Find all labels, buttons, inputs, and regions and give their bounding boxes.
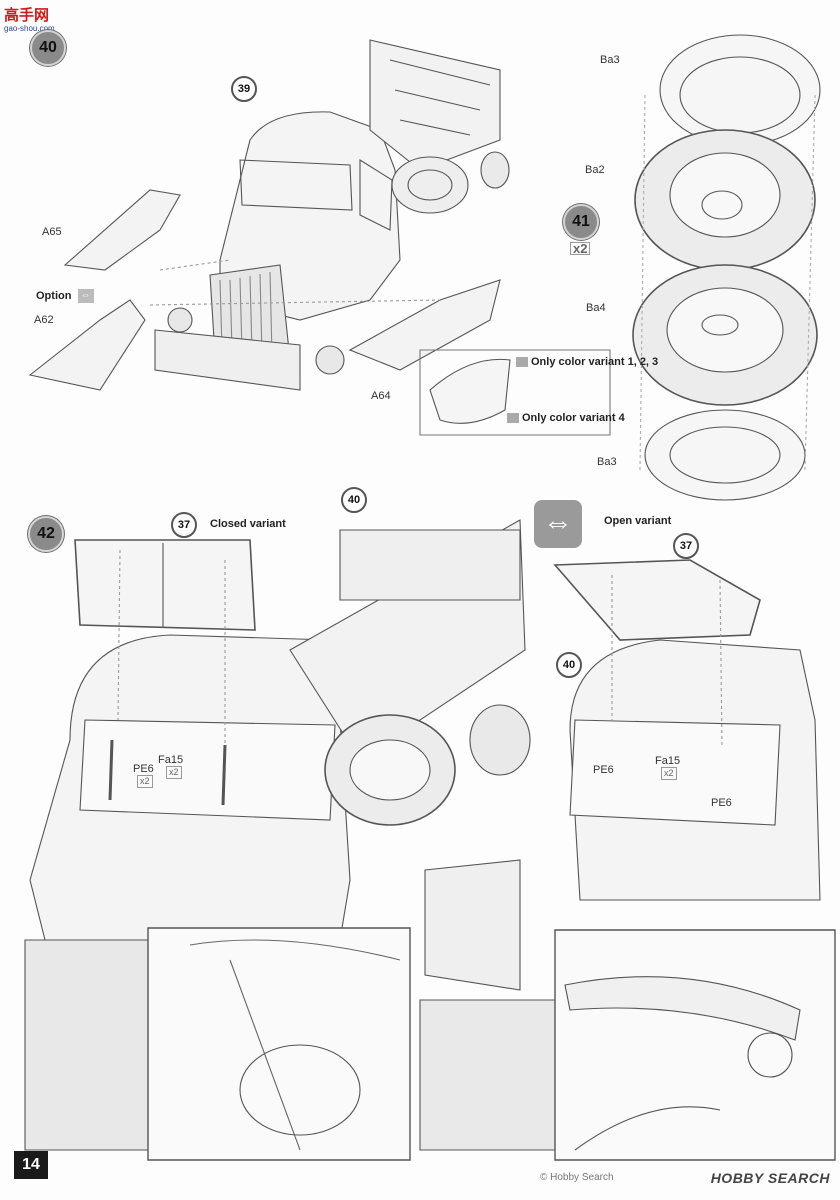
color-variant-123-note: Only color variant 1, 2, 3: [516, 356, 658, 369]
paint-marker-icon: [507, 413, 519, 424]
part-label-pe6-left: PE6: [133, 763, 154, 775]
watermark-url: gao-shou.com: [4, 24, 55, 33]
callout-40: 40: [341, 487, 367, 513]
hobby-search-logo: HOBBY SEARCH: [710, 1170, 830, 1186]
color-variant-4-note: Only color variant 4: [507, 412, 625, 425]
part-label-ba2: Ba2: [585, 164, 605, 176]
page-number: 14: [14, 1151, 48, 1179]
step-41-multiplier: x2: [570, 242, 591, 255]
part-label-pe6-right-a: PE6: [593, 764, 614, 776]
paint-marker-icon: [516, 357, 528, 368]
watermark-logo: 高手网: [4, 7, 50, 24]
option-text: Option: [36, 289, 72, 302]
part-label-fa15-left: Fa15: [158, 754, 184, 766]
qty-pe6-left: x2: [137, 775, 153, 788]
color-variant-4-text: Only color variant 4: [522, 412, 625, 424]
option-label: Option ⇔: [36, 289, 94, 303]
callout-40-open: 40: [556, 652, 582, 678]
part-label-a62: A62: [34, 314, 54, 326]
qty-fa15-right: x2: [661, 767, 677, 780]
copyright: © Hobby Search: [540, 1172, 614, 1183]
part-label-ba4: Ba4: [586, 302, 606, 314]
variant-swap-icon: ⇔: [534, 500, 582, 548]
callout-39: 39: [231, 76, 257, 102]
closed-variant-label: Closed variant: [210, 518, 286, 530]
callout-37-closed: 37: [171, 512, 197, 538]
part-label-ba3-top: Ba3: [600, 54, 620, 66]
part-label-fa15-right: Fa15: [655, 755, 681, 767]
part-label-a64: A64: [371, 390, 391, 402]
open-variant-label: Open variant: [604, 515, 672, 527]
option-swap-icon: ⇔: [77, 289, 94, 303]
step-number-41: 41: [563, 204, 599, 240]
part-label-a65: A65: [42, 226, 62, 238]
step-number-42: 42: [28, 516, 64, 552]
qty-fa15-left: x2: [166, 766, 182, 779]
color-variant-123-text: Only color variant 1, 2, 3: [531, 356, 659, 368]
part-label-ba3-bottom: Ba3: [597, 456, 617, 468]
part-label-pe6-right-b: PE6: [711, 797, 732, 809]
callout-37-open: 37: [673, 533, 699, 559]
step-number-40: 40: [30, 30, 66, 66]
